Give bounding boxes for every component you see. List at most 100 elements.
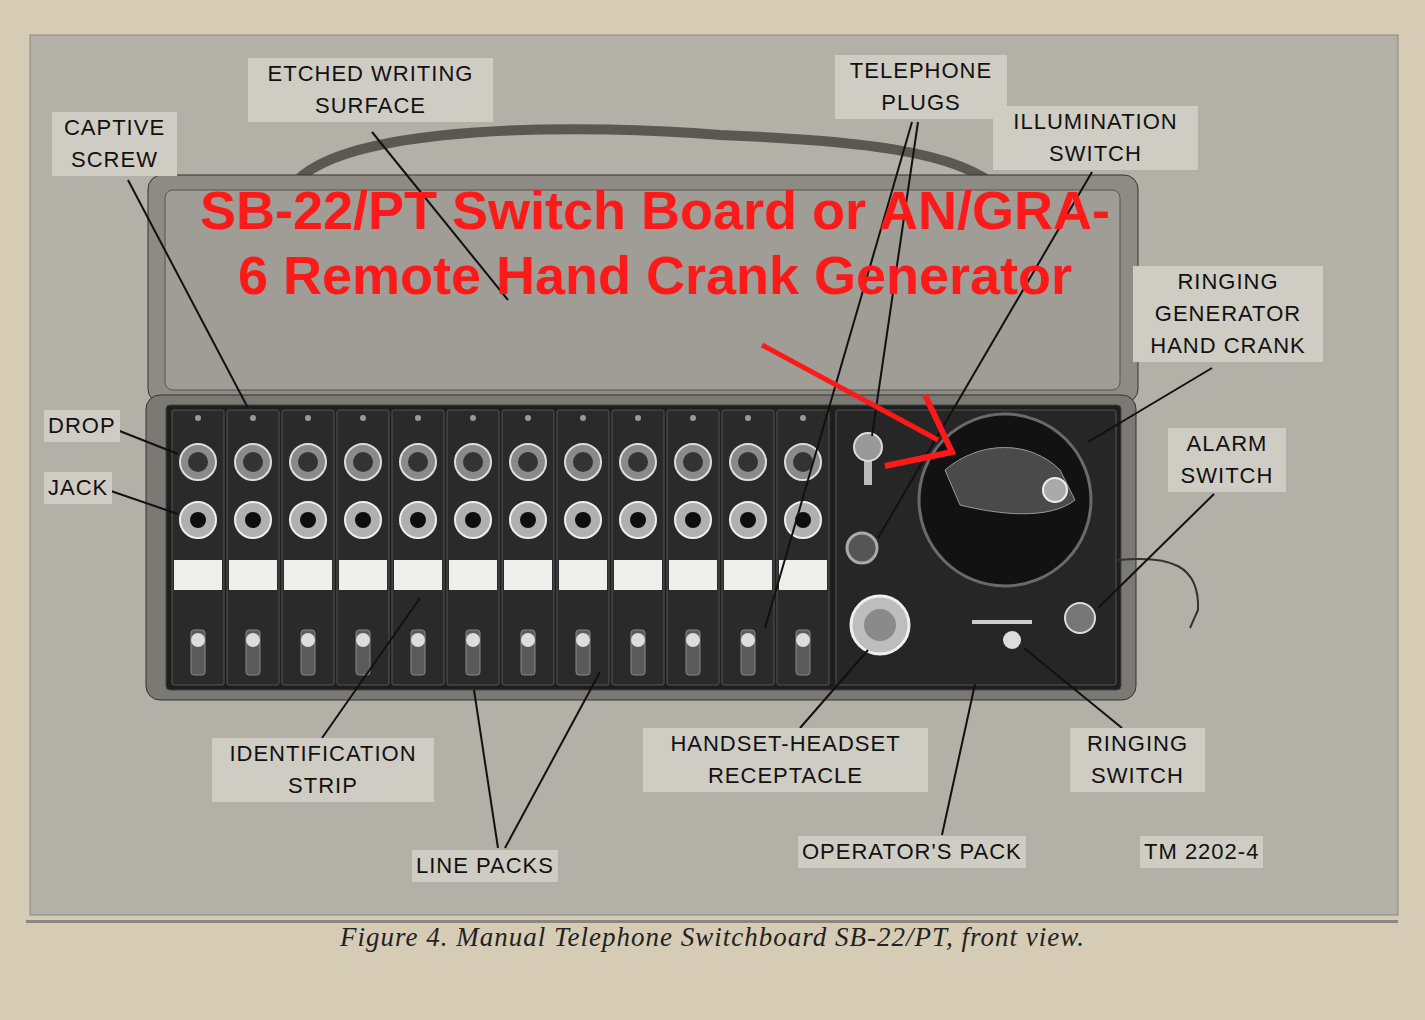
identification-strip bbox=[174, 560, 222, 590]
part-label: CAPTIVE SCREW bbox=[52, 112, 177, 176]
drop-center bbox=[793, 452, 813, 472]
jack-ring bbox=[455, 502, 491, 538]
operators-pack bbox=[836, 410, 1116, 685]
jack-ring bbox=[565, 502, 601, 538]
illumination-switch bbox=[847, 533, 877, 563]
toggle-base bbox=[301, 630, 315, 675]
crank-arm bbox=[945, 448, 1075, 514]
jack-ring bbox=[730, 502, 766, 538]
drop-center bbox=[408, 452, 428, 472]
part-label: RINGING SWITCH bbox=[1070, 728, 1205, 792]
line-pack bbox=[447, 410, 499, 685]
part-label: ALARM SWITCH bbox=[1168, 428, 1286, 492]
front-panel bbox=[166, 405, 1121, 690]
drop-center bbox=[243, 452, 263, 472]
screw bbox=[305, 415, 311, 421]
jack-ring bbox=[510, 502, 546, 538]
drop-center bbox=[628, 452, 648, 472]
ringing-switch bbox=[1003, 631, 1021, 649]
toggle-base bbox=[356, 630, 370, 675]
toggle-lever bbox=[466, 633, 480, 647]
drop-shutter bbox=[730, 444, 766, 480]
drop-center bbox=[353, 452, 373, 472]
toggle-lever bbox=[356, 633, 370, 647]
crank-knob bbox=[1043, 478, 1067, 502]
jack-hole bbox=[520, 512, 536, 528]
leader-lines bbox=[108, 122, 1214, 848]
screw bbox=[580, 415, 586, 421]
part-label: HANDSET-HEADSET RECEPTACLE bbox=[643, 728, 928, 792]
toggle-lever bbox=[301, 633, 315, 647]
drop-center bbox=[298, 452, 318, 472]
jack-ring bbox=[345, 502, 381, 538]
toggle-lever bbox=[521, 633, 535, 647]
drop-shutter bbox=[290, 444, 326, 480]
drop-shutter bbox=[620, 444, 656, 480]
handset-receptacle bbox=[851, 596, 909, 654]
screw bbox=[470, 415, 476, 421]
screw bbox=[690, 415, 696, 421]
drop-shutter bbox=[180, 444, 216, 480]
line-pack bbox=[392, 410, 444, 685]
red-arrow-head bbox=[885, 395, 952, 466]
jack-hole bbox=[685, 512, 701, 528]
jack-ring bbox=[290, 502, 326, 538]
jack-ring bbox=[400, 502, 436, 538]
jack-ring bbox=[620, 502, 656, 538]
leader-line bbox=[474, 690, 498, 848]
jack-ring bbox=[180, 502, 216, 538]
part-label: RINGING GENERATOR HAND CRANK bbox=[1133, 266, 1323, 362]
part-label: LINE PACKS bbox=[412, 850, 558, 882]
jack-hole bbox=[355, 512, 371, 528]
line-pack bbox=[502, 410, 554, 685]
toggle-base bbox=[246, 630, 260, 675]
switchboard bbox=[146, 129, 1198, 700]
screw bbox=[360, 415, 366, 421]
jack-hole bbox=[465, 512, 481, 528]
drop-center bbox=[463, 452, 483, 472]
identification-strip bbox=[449, 560, 497, 590]
figure-caption: Figure 4. Manual Telephone Switchboard S… bbox=[0, 922, 1425, 953]
screw bbox=[635, 415, 641, 421]
screw bbox=[415, 415, 421, 421]
jack-hole bbox=[630, 512, 646, 528]
identification-strip bbox=[504, 560, 552, 590]
receptacle-center bbox=[864, 609, 896, 641]
drop-center bbox=[683, 452, 703, 472]
leader-line bbox=[1098, 494, 1214, 608]
line-pack bbox=[722, 410, 774, 685]
red-arrow-line bbox=[762, 345, 938, 440]
identification-strip bbox=[779, 560, 827, 590]
identification-strip bbox=[724, 560, 772, 590]
line-pack bbox=[337, 410, 389, 685]
identification-strip bbox=[339, 560, 387, 590]
line-pack bbox=[777, 410, 829, 685]
toggle-lever bbox=[686, 633, 700, 647]
screw bbox=[250, 415, 256, 421]
drop-shutter bbox=[400, 444, 436, 480]
part-label: JACK bbox=[44, 472, 112, 504]
toggle-base bbox=[411, 630, 425, 675]
identification-strip bbox=[284, 560, 332, 590]
identification-strip bbox=[614, 560, 662, 590]
identification-strip bbox=[229, 560, 277, 590]
drop-shutter bbox=[455, 444, 491, 480]
toggle-lever bbox=[741, 633, 755, 647]
photo-ground bbox=[30, 35, 1398, 915]
toggle-base bbox=[466, 630, 480, 675]
drop-shutter bbox=[510, 444, 546, 480]
toggle-base bbox=[521, 630, 535, 675]
screw bbox=[525, 415, 531, 421]
part-label: ETCHED WRITING SURFACE bbox=[248, 58, 493, 122]
red-annotation: SB-22/PT Switch Board or AN/GRA-6 Remote… bbox=[190, 178, 1120, 308]
toggle-lever bbox=[246, 633, 260, 647]
part-label: ILLUMINATION SWITCH bbox=[993, 106, 1198, 170]
leader-line bbox=[108, 490, 178, 514]
leader-line bbox=[942, 684, 975, 835]
drop-shutter bbox=[785, 444, 821, 480]
leader-line bbox=[505, 672, 600, 848]
toggle-lever bbox=[631, 633, 645, 647]
part-label: DROP bbox=[44, 410, 120, 442]
drop-center bbox=[738, 452, 758, 472]
